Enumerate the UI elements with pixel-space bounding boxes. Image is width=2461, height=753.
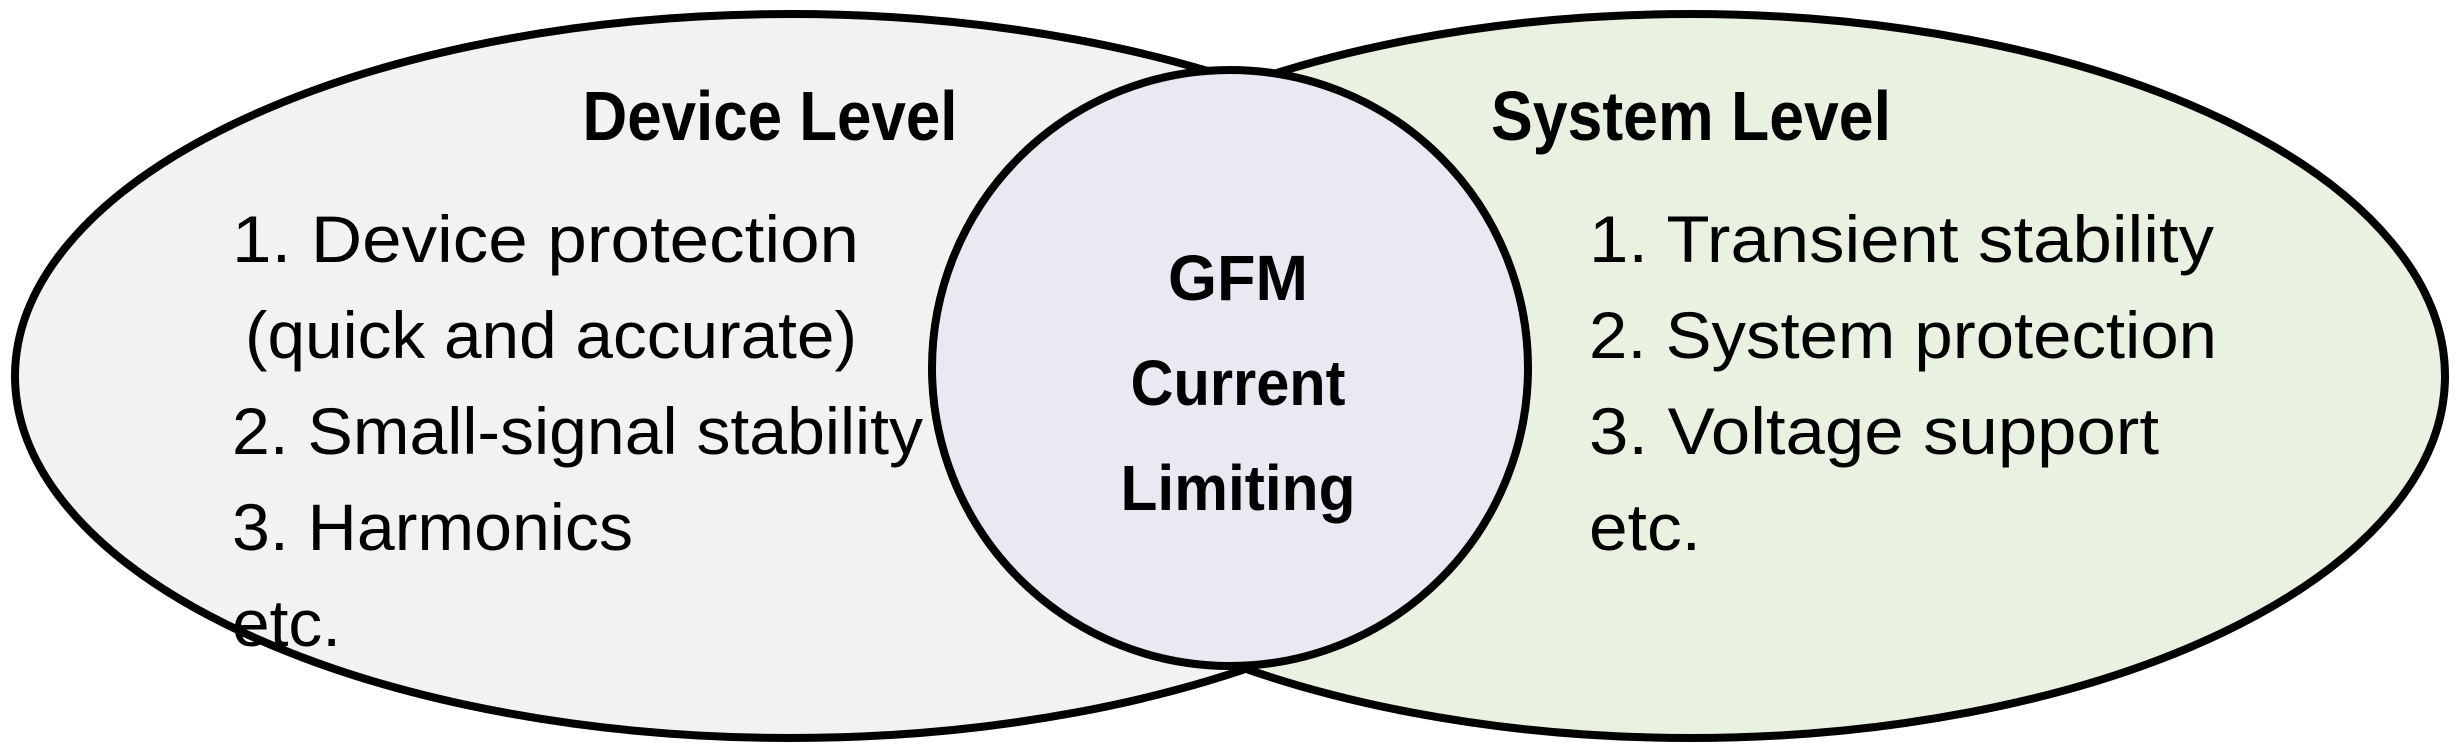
center-label-line-1: GFM — [1168, 242, 1308, 314]
device-item-1-cont: (quick and accurate) — [245, 298, 857, 372]
gfm-current-limiting-circle — [928, 66, 1532, 670]
device-item-2: 2. Small-signal stability — [232, 394, 923, 468]
center-label-line-2: Current — [1131, 347, 1346, 419]
system-item-2: 2. System protection — [1589, 298, 2217, 372]
device-item-etc: etc. — [232, 586, 341, 660]
system-item-etc: etc. — [1589, 490, 1701, 564]
device-item-1: 1. Device protection — [232, 202, 859, 276]
system-item-1: 1. Transient stability — [1589, 202, 2214, 276]
system-item-3: 3. Voltage support — [1589, 394, 2159, 468]
system-level-title: System Level — [1491, 77, 1891, 155]
center-label-line-3: Limiting — [1121, 452, 1356, 524]
device-level-title: Device Level — [583, 77, 958, 155]
device-item-3: 3. Harmonics — [232, 490, 633, 564]
